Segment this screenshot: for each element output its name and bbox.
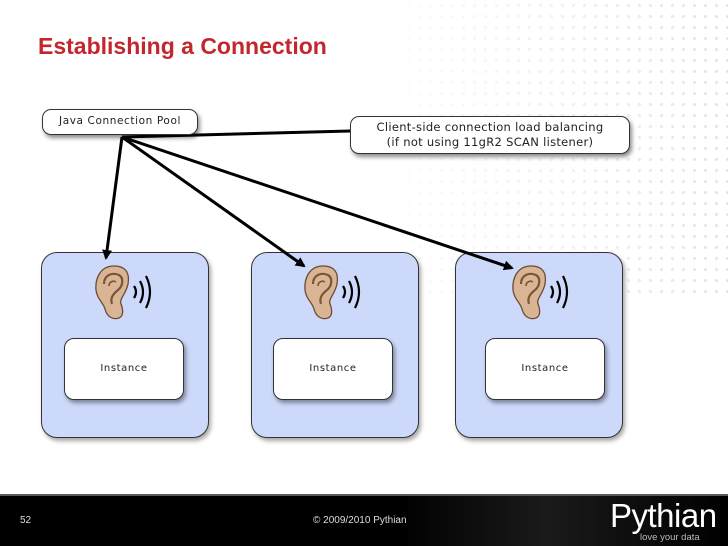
copyright-text: © 2009/2010 Pythian xyxy=(313,515,407,526)
load-balancing-callout: Client-side connection load balancing (i… xyxy=(350,116,630,154)
callout-leader-line xyxy=(121,129,351,139)
callout-line-2: (if not using 11gR2 SCAN listener) xyxy=(386,135,594,149)
ear-listening-icon xyxy=(95,265,152,320)
java-connection-pool-box: Java Connection Pool xyxy=(42,109,198,135)
callout-line-1: Client-side connection load balancing xyxy=(376,120,604,134)
arrow-to-node-3 xyxy=(121,135,514,271)
ear-listening-icon xyxy=(304,265,361,320)
pythian-logo: Pythian xyxy=(610,497,717,534)
instance-box-3: Instance xyxy=(485,338,605,400)
instance-box-2: Instance xyxy=(273,338,393,400)
arrow-to-node-1 xyxy=(102,136,124,260)
arrow-to-node-2 xyxy=(121,135,306,268)
logo-tagline: love your data xyxy=(640,532,700,543)
page-number: 52 xyxy=(20,515,32,526)
footer-bar: 52 © 2009/2010 Pythian Pythian love your… xyxy=(0,494,728,546)
ear-listening-icon xyxy=(512,265,569,320)
footer-divider xyxy=(0,494,728,496)
instance-box-1: Instance xyxy=(64,338,184,400)
slide-title: Establishing a Connection xyxy=(38,33,327,59)
